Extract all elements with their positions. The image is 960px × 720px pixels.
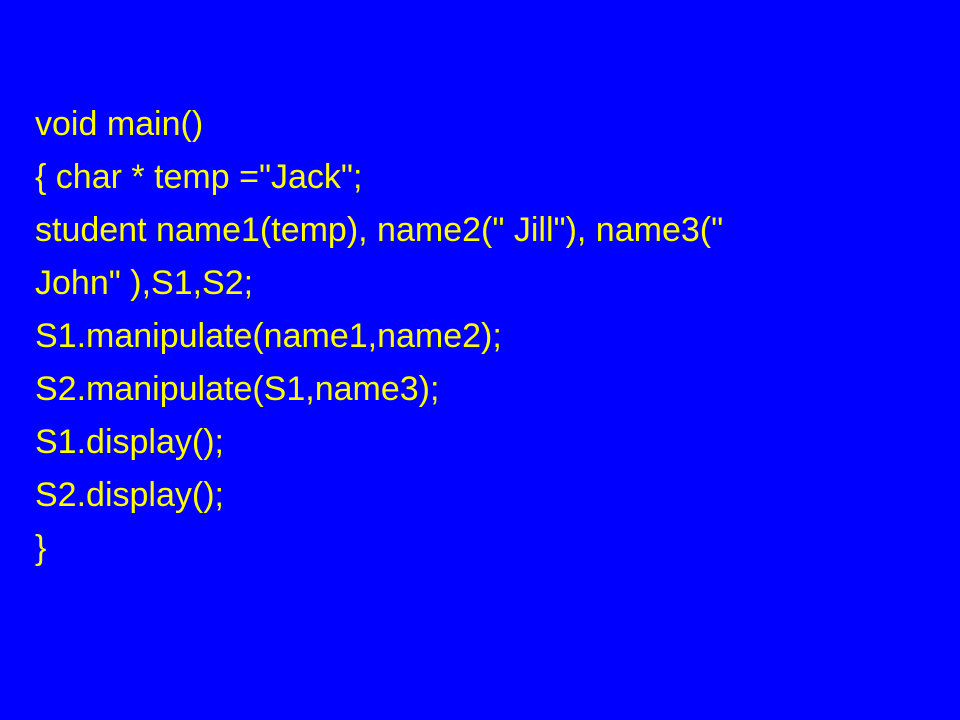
code-line-s2-display: S2.display();: [35, 476, 224, 514]
code-line-temp-declaration: { char * temp ="Jack";: [35, 158, 363, 196]
code-line-main-signature: void main(): [35, 105, 204, 143]
code-line-s2-manipulate: S2.manipulate(S1,name3);: [35, 370, 440, 408]
code-line-student-declaration: student name1(temp), name2(" Jill"), nam…: [35, 211, 724, 249]
code-line-s1-display: S1.display();: [35, 423, 224, 461]
code-line-student-declaration-continued: John" ),S1,S2;: [35, 264, 254, 302]
code-block: void main() { char * temp ="Jack"; stude…: [35, 98, 935, 575]
code-line-closing-brace: }: [35, 529, 47, 567]
code-line-s1-manipulate: S1.manipulate(name1,name2);: [35, 317, 502, 355]
